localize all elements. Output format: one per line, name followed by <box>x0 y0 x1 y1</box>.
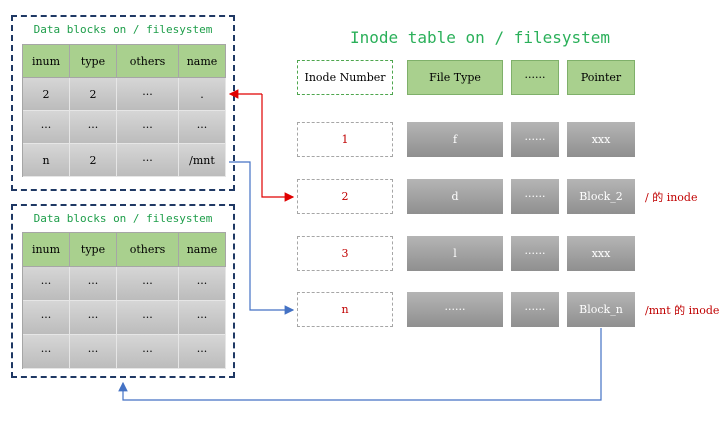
table-cell: ··· <box>179 267 226 301</box>
inode-pointer: xxx <box>567 236 635 271</box>
col-header-name: name <box>179 233 226 267</box>
inode-number: 3 <box>297 236 393 271</box>
table-cell: ··· <box>179 301 226 335</box>
pointer-header: Pointer <box>567 60 635 95</box>
table-cell: 2 <box>23 78 70 111</box>
inode-file-type: f <box>407 122 503 157</box>
table-cell: ··· <box>179 335 226 369</box>
table-cell: ··· <box>70 335 117 369</box>
table-cell: ··· <box>70 301 117 335</box>
red-arrow-line <box>261 94 295 202</box>
inode-table-title: Inode table on / filesystem <box>349 28 611 47</box>
inode-number: 1 <box>297 122 393 157</box>
inode-others: ······ <box>511 236 559 271</box>
table-cell: ··· <box>70 111 117 144</box>
table-cell: /mnt <box>179 144 226 177</box>
data-blocks-panel-1: Data blocks on / filesystem inum type ot… <box>11 15 235 191</box>
table-cell: ··· <box>117 144 179 177</box>
inode-others: ······ <box>511 179 559 214</box>
col-header-others: others <box>117 45 179 78</box>
table-cell: 2 <box>70 144 117 177</box>
inode-note: / 的 inode <box>645 191 698 204</box>
inode-others: ······ <box>511 122 559 157</box>
panel-title: Data blocks on / filesystem <box>33 23 213 36</box>
table-cell: n <box>23 144 70 177</box>
inode-pointer: Block_2 <box>567 179 635 214</box>
col-header-type: type <box>70 45 117 78</box>
inode-others: ······ <box>511 292 559 327</box>
inode-pointer: Block_n <box>567 292 635 327</box>
table-cell: ··· <box>23 335 70 369</box>
directory-table: inum type others name ··· ··· ··· ··· ··… <box>22 232 226 369</box>
col-header-inum: inum <box>23 233 70 267</box>
col-header-name: name <box>179 45 226 78</box>
table-cell: 2 <box>70 78 117 111</box>
file-type-header: File Type <box>407 60 503 95</box>
inode-file-type: l <box>407 236 503 271</box>
table-cell: ··· <box>23 111 70 144</box>
col-header-type: type <box>70 233 117 267</box>
table-cell: ··· <box>23 267 70 301</box>
table-cell: ··· <box>117 78 179 111</box>
inode-number-header: Inode Number <box>297 60 393 95</box>
table-cell: ··· <box>117 267 179 301</box>
col-header-inum: inum <box>23 45 70 78</box>
table-cell: ··· <box>179 111 226 144</box>
inode-file-type: d <box>407 179 503 214</box>
table-cell: ··· <box>23 301 70 335</box>
blue-arrow-line <box>229 161 295 315</box>
blue-arrow-line <box>118 328 602 401</box>
panel-title: Data blocks on / filesystem <box>33 212 213 225</box>
inode-pointer: xxx <box>567 122 635 157</box>
table-cell: ··· <box>117 335 179 369</box>
directory-table: inum type others name 2 2 ··· . ··· ··· … <box>22 44 226 177</box>
data-blocks-panel-2: Data blocks on / filesystem inum type ot… <box>11 204 235 378</box>
col-header-others: others <box>117 233 179 267</box>
inode-number: n <box>297 292 393 327</box>
others-header: ······ <box>511 60 559 95</box>
table-cell: . <box>179 78 226 111</box>
table-cell: ··· <box>70 267 117 301</box>
inode-file-type: ······ <box>407 292 503 327</box>
table-cell: ··· <box>117 301 179 335</box>
table-cell: ··· <box>117 111 179 144</box>
inode-note: /mnt 的 inode <box>645 304 720 317</box>
inode-number: 2 <box>297 179 393 214</box>
